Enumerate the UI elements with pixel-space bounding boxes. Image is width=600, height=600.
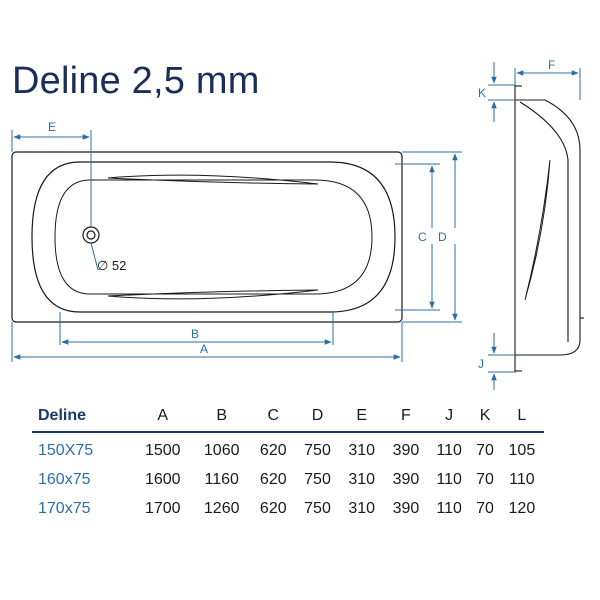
table-cell: 110 [436,442,462,459]
dim-label-j: J [478,357,484,371]
drain-inner [86,230,96,240]
table-header-e: E [339,404,384,433]
bathtub-drawing: E B A C D ∅ 52 F K J [11,58,584,390]
table-header-j: J [428,404,471,433]
table-cell-model: 160x75 [38,471,91,488]
table-cell: 110 [436,500,462,517]
table-row: 160x75 1600 1160 620 750 310 390 110 70 … [32,462,544,491]
table-cell: 310 [348,442,376,459]
table-header-k: K [470,404,500,433]
table-cell: 310 [348,500,376,517]
table-cell: 750 [304,500,331,517]
armrest-top [107,174,319,185]
side-view-dimensions [488,62,581,390]
dim-label-e: E [48,120,56,134]
side-inner-edge [519,101,569,342]
tub-outer-rim [11,151,403,323]
table-cell: 70 [476,500,494,517]
table-header-f: F [383,404,429,433]
armrest-bottom [107,289,319,300]
table-cell: 120 [508,500,536,517]
dim-label-c: C [418,230,427,244]
table-cell-model: 150X75 [38,442,94,459]
table-header-c: C [251,404,296,433]
table-cell: 310 [348,471,376,488]
table-header-l: L [499,404,544,433]
table-header-a: A [133,404,193,433]
dim-label-d: D [438,230,447,244]
table-cell: 110 [436,471,462,488]
table-cell: 1500 [144,442,181,459]
tub-inner-floor [54,179,373,295]
table-cell: 1700 [144,500,181,517]
dim-label-a: A [200,342,208,356]
table-cell: 1060 [203,442,240,459]
dimensions-table: Deline A B C D E F J K L 150X75 1500 106… [32,404,544,520]
table-cell: 390 [392,442,420,459]
table-cell: 620 [259,442,287,459]
dim-label-b: B [191,327,199,341]
dim-label-k: K [478,86,486,100]
table-cell: 110 [509,471,535,488]
table-cell: 105 [508,442,536,459]
table-cell: 390 [392,500,420,517]
diagram-title: Deline 2,5 mm [12,60,260,102]
table-row: 150X75 1500 1060 620 750 310 390 110 70 … [32,432,544,462]
side-profile [498,84,581,373]
table-row: 170x75 1700 1260 620 750 310 390 110 70 … [32,491,544,520]
table-header-d: D [295,404,340,433]
drain-diameter-label: ∅ 52 [97,258,126,273]
table-cell: 390 [392,471,420,488]
dim-label-f: F [548,58,555,72]
table-cell: 750 [304,471,331,488]
top-view [11,151,403,323]
table-cell-model: 170x75 [38,500,91,517]
table-cell: 1260 [203,500,240,517]
side-armrest [524,159,551,301]
table-cell: 620 [259,500,287,517]
table-cell: 1160 [204,471,239,488]
table-header-name: Deline [32,404,134,433]
table-cell: 750 [304,442,331,459]
side-view [498,84,584,373]
tub-inner-basin [31,161,396,313]
table-header-row: Deline A B C D E F J K L [32,404,544,433]
table-cell: 1600 [144,471,181,488]
table-cell: 620 [259,471,287,488]
table-cell: 70 [476,442,494,459]
table-cell: 70 [476,471,494,488]
drain-outer [82,226,100,244]
table-header-b: B [192,404,252,433]
